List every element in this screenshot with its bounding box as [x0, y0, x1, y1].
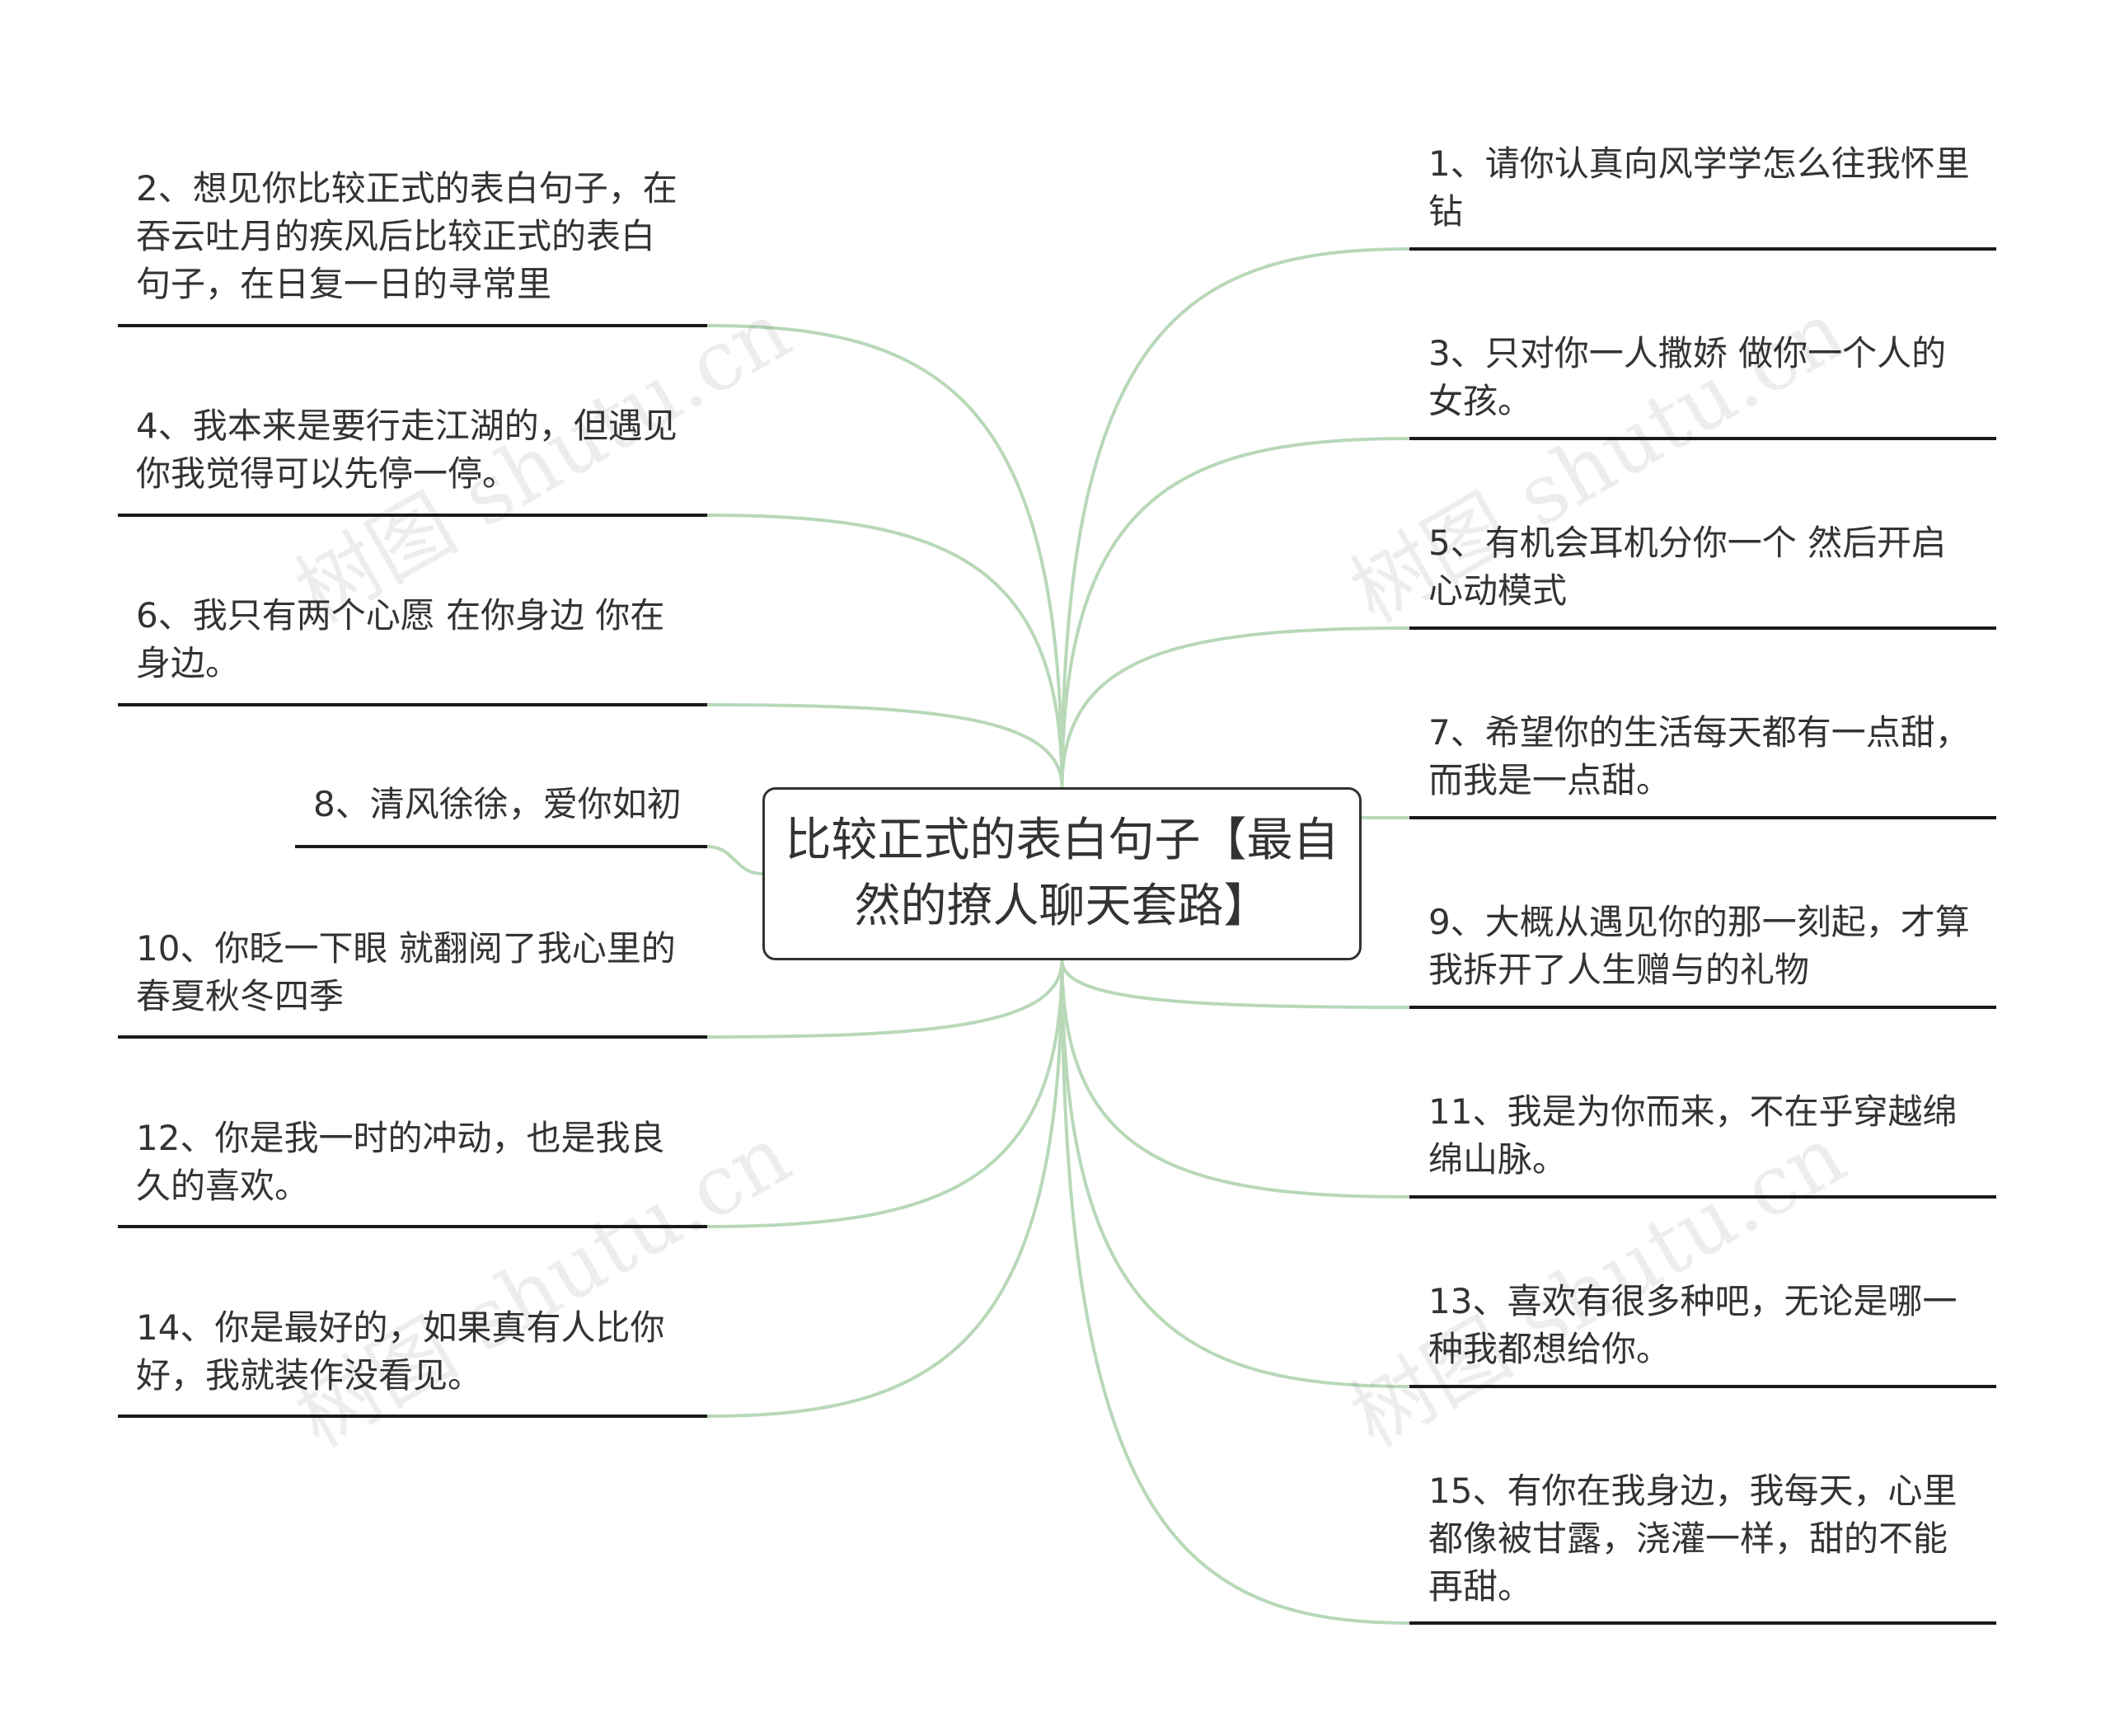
branch-node-4[interactable]: 4、我本来是要行走江湖的，但遇见你我觉得可以先停一停。 — [136, 406, 678, 494]
connector-11 — [1060, 959, 1410, 1199]
connector-1 — [1060, 247, 1410, 788]
connector-10 — [706, 959, 1064, 1039]
branch-underline-1 — [1409, 247, 1996, 251]
branch-node-8[interactable]: 8、清风徐徐，爱你如初 — [313, 784, 682, 824]
branch-node-14[interactable]: 14、你是最好的，如果真有人比你好，我就装作没看见。 — [136, 1307, 665, 1396]
branch-node-3[interactable]: 3、只对你一人撒娇 做你一个人的女孩。 — [1428, 333, 1947, 421]
connector-9 — [1060, 959, 1410, 1009]
connector-8 — [706, 845, 763, 875]
branch-node-12[interactable]: 12、你是我一时的冲动，也是我良久的喜欢。 — [136, 1118, 665, 1206]
connector-4 — [706, 514, 1064, 788]
connector-12 — [706, 959, 1064, 1228]
branch-underline-4 — [118, 514, 707, 517]
branch-node-11[interactable]: 11、我是为你而来，不在乎穿越绵绵山脉。 — [1428, 1091, 1958, 1180]
branch-node-15[interactable]: 15、有你在我身边，我每天，心里都像被甘露，浇灌一样，甜的不能再甜。 — [1428, 1471, 1958, 1607]
connector-13 — [1060, 959, 1410, 1388]
root-title: 比较正式的表白句子【最自然的撩人聊天套路】 — [785, 814, 1339, 933]
connector-14 — [706, 959, 1064, 1418]
branch-underline-14 — [118, 1415, 707, 1418]
branch-underline-6 — [118, 703, 707, 706]
branch-underline-8 — [295, 845, 707, 848]
connector-2 — [706, 324, 1064, 788]
branch-node-13[interactable]: 13、喜欢有很多种吧，无论是哪一种我都想给你。 — [1428, 1281, 1958, 1369]
branch-node-2[interactable]: 2、想见你比较正式的表白句子，在吞云吐月的疾风后比较正式的表白句子，在日复一日的… — [136, 168, 678, 304]
branch-node-5[interactable]: 5、有机会耳机分你一个 然后开启心动模式 — [1428, 523, 1947, 611]
connector-3 — [1060, 437, 1410, 788]
branch-node-7[interactable]: 7、希望你的生活每天都有一点甜，而我是一点甜。 — [1428, 712, 1970, 800]
branch-node-6[interactable]: 6、我只有两个心愿 在你身边 你在身边。 — [136, 595, 665, 683]
branch-node-9[interactable]: 9、大概从遇见你的那一刻起，才算我拆开了人生赠与的礼物 — [1428, 902, 1970, 990]
branch-node-1[interactable]: 1、请你认真向风学学怎么往我怀里钻 — [1428, 143, 1970, 232]
branch-underline-7 — [1409, 816, 1996, 819]
branch-underline-5 — [1409, 626, 1996, 630]
root-node[interactable]: 比较正式的表白句子【最自然的撩人聊天套路】 — [762, 787, 1362, 960]
connector-15 — [1060, 959, 1410, 1625]
branch-underline-12 — [118, 1225, 707, 1228]
branch-underline-13 — [1409, 1385, 1996, 1388]
branch-underline-11 — [1409, 1195, 1996, 1199]
branch-underline-15 — [1409, 1621, 1996, 1625]
connector-6 — [706, 703, 1064, 788]
branch-underline-3 — [1409, 437, 1996, 440]
branch-underline-10 — [118, 1035, 707, 1039]
connector-5 — [1060, 626, 1410, 788]
branch-underline-9 — [1409, 1006, 1996, 1009]
branch-underline-2 — [118, 324, 707, 327]
branch-node-10[interactable]: 10、你眨一下眼 就翻阅了我心里的春夏秋冬四季 — [136, 928, 676, 1016]
